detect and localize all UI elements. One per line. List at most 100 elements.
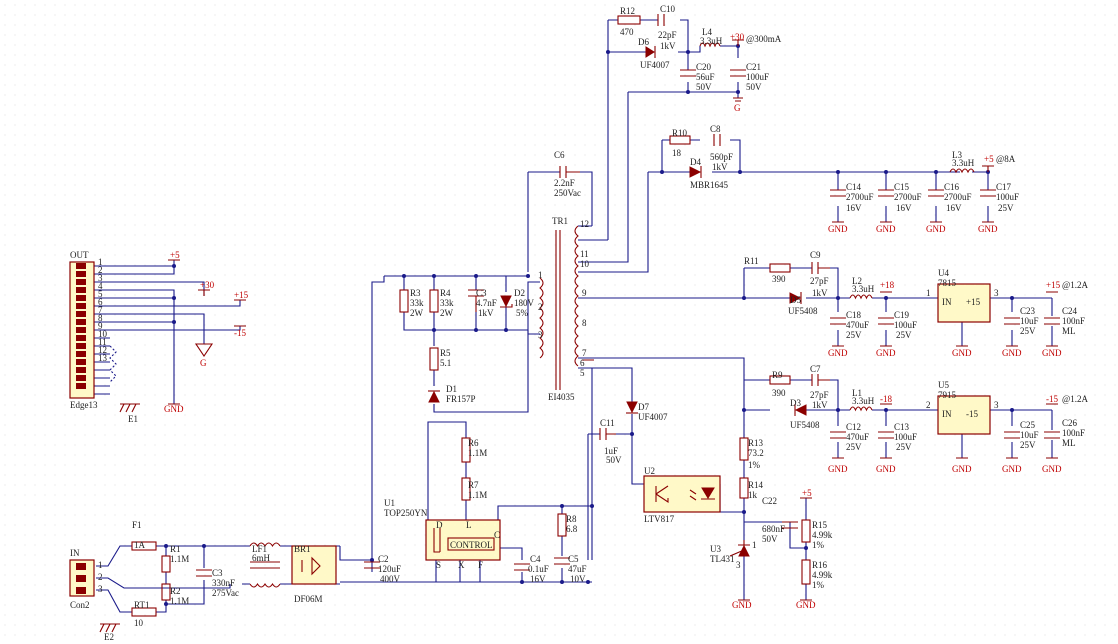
volt-c6: 250Vac xyxy=(554,188,581,198)
ref-r9: R9 xyxy=(772,370,783,380)
tol-d2: 5% xyxy=(516,308,529,318)
volt-c25: 25V xyxy=(1020,440,1036,450)
val-r2: 1.1M xyxy=(170,596,189,606)
thermistor-rt1 xyxy=(131,607,157,617)
cap-c3 xyxy=(468,289,484,312)
ref-c16: C16 xyxy=(944,182,960,192)
port-out-plus15: +15 xyxy=(234,290,249,300)
pin-11: 11 xyxy=(580,249,589,259)
volt-c7: 1kV xyxy=(812,400,828,410)
ref-d5: D5 xyxy=(790,295,801,305)
ref-e2: E2 xyxy=(104,632,114,642)
in-pin1: 1 xyxy=(98,560,103,570)
val-c17: 100uF xyxy=(996,192,1019,202)
val-r9: 390 xyxy=(772,388,786,398)
cap-c20 xyxy=(680,69,696,77)
ref-out: OUT xyxy=(70,250,89,260)
resistor-r11 xyxy=(769,263,791,273)
ref-u4: U4 xyxy=(938,268,949,278)
val-r10: 18 xyxy=(672,148,682,158)
ref-c4: C4 xyxy=(530,554,541,564)
resistor-r14 xyxy=(739,477,749,499)
symbols xyxy=(69,14,1060,633)
val-c18: 470uF xyxy=(846,320,869,330)
pin-9: 9 xyxy=(582,288,587,298)
val-c10-a: 22pF xyxy=(658,30,677,40)
volt-c18: 25V xyxy=(846,330,862,340)
out-pin-3: 3 xyxy=(98,273,103,283)
val-c8: 560pF xyxy=(710,152,733,162)
ground-symbols xyxy=(99,97,1058,633)
resistor-r2 xyxy=(161,583,171,601)
cap-c5 xyxy=(554,557,570,565)
port-minus18: -18 xyxy=(880,394,892,404)
ref-tr1: TR1 xyxy=(552,216,568,226)
volt-c12: 25V xyxy=(846,442,862,452)
pin-2: 2 xyxy=(538,302,543,312)
val-l2: 3.3uH xyxy=(852,284,875,294)
ref-c24: C24 xyxy=(1062,306,1078,316)
resistor-r4 xyxy=(429,289,439,313)
cap-c13 xyxy=(878,431,894,439)
port-out-g: G xyxy=(200,358,207,368)
gnd-c23: GND xyxy=(1002,348,1022,358)
gnd-c17: GND xyxy=(978,224,998,234)
gnd-c16: GND xyxy=(926,224,946,234)
val-l3: 3.3uH xyxy=(952,158,975,168)
cap-c8 xyxy=(713,134,721,146)
ref-c14: C14 xyxy=(846,182,862,192)
ref-r4: R4 xyxy=(440,288,451,298)
u1-pin-f: F xyxy=(478,560,483,570)
ref-r8: R8 xyxy=(566,514,577,524)
ref-d1: D1 xyxy=(446,384,457,394)
in-pin3: 3 xyxy=(98,584,103,594)
pin-7: 7 xyxy=(582,348,587,358)
pow-r4: 2W xyxy=(440,308,454,318)
out-pin-1: 1 xyxy=(98,257,103,267)
regulator-u4-7815 xyxy=(937,283,991,323)
val-c2: 120uF xyxy=(378,564,401,574)
port-minus15-out: -15 xyxy=(1046,394,1058,404)
val-d2: 180V xyxy=(514,298,535,308)
port-out-plus5: +5 xyxy=(170,250,180,260)
cap-c7 xyxy=(811,374,830,386)
ref-c11: C11 xyxy=(600,418,615,428)
pin-3: 3 xyxy=(538,330,543,340)
out-pin-2: 2 xyxy=(98,265,103,275)
val-u2: LTV817 xyxy=(644,514,675,524)
volt-c8: 1kV xyxy=(712,162,728,172)
ref-f1: F1 xyxy=(132,520,142,530)
out-pin-6: 6 xyxy=(98,297,103,307)
val-c5: 47uF xyxy=(568,564,587,574)
val-c11: 1uF xyxy=(604,446,618,456)
ref-br1: BR1 xyxy=(294,544,311,554)
ref-c7: C7 xyxy=(810,364,821,374)
ref-c13: C13 xyxy=(894,422,910,432)
cap-c4 xyxy=(514,563,530,571)
resistor-r10 xyxy=(669,135,691,145)
volt-c20: 50V xyxy=(696,82,712,92)
note-300ma: @300mA xyxy=(746,34,782,44)
diode-d4 xyxy=(689,166,702,178)
volt-c11: 50V xyxy=(606,455,622,465)
u4-pin1: 1 xyxy=(926,288,931,298)
cap-c18 xyxy=(830,317,846,325)
pin-5: 5 xyxy=(580,368,585,378)
resistor-r6 xyxy=(461,437,471,463)
u3-pin3: 3 xyxy=(736,560,741,570)
val-r1: 1.1M xyxy=(170,554,189,564)
val-edge13: Edge13 xyxy=(70,400,98,410)
cap-c14 xyxy=(830,189,846,197)
ref-c6: C6 xyxy=(554,150,565,160)
gnd-c26: GND xyxy=(1042,464,1062,474)
ref-r10: R10 xyxy=(672,128,688,138)
resistor-r15 xyxy=(801,519,811,543)
pin-12: 12 xyxy=(580,219,589,229)
gnd-g-top: G xyxy=(734,103,741,113)
val-r4: 33k xyxy=(440,298,454,308)
power-ports xyxy=(168,39,1058,499)
ref-rt1: RT1 xyxy=(134,600,149,610)
volt-c3b: 275Vac xyxy=(212,588,239,598)
u1-pin-x: X xyxy=(458,560,465,570)
